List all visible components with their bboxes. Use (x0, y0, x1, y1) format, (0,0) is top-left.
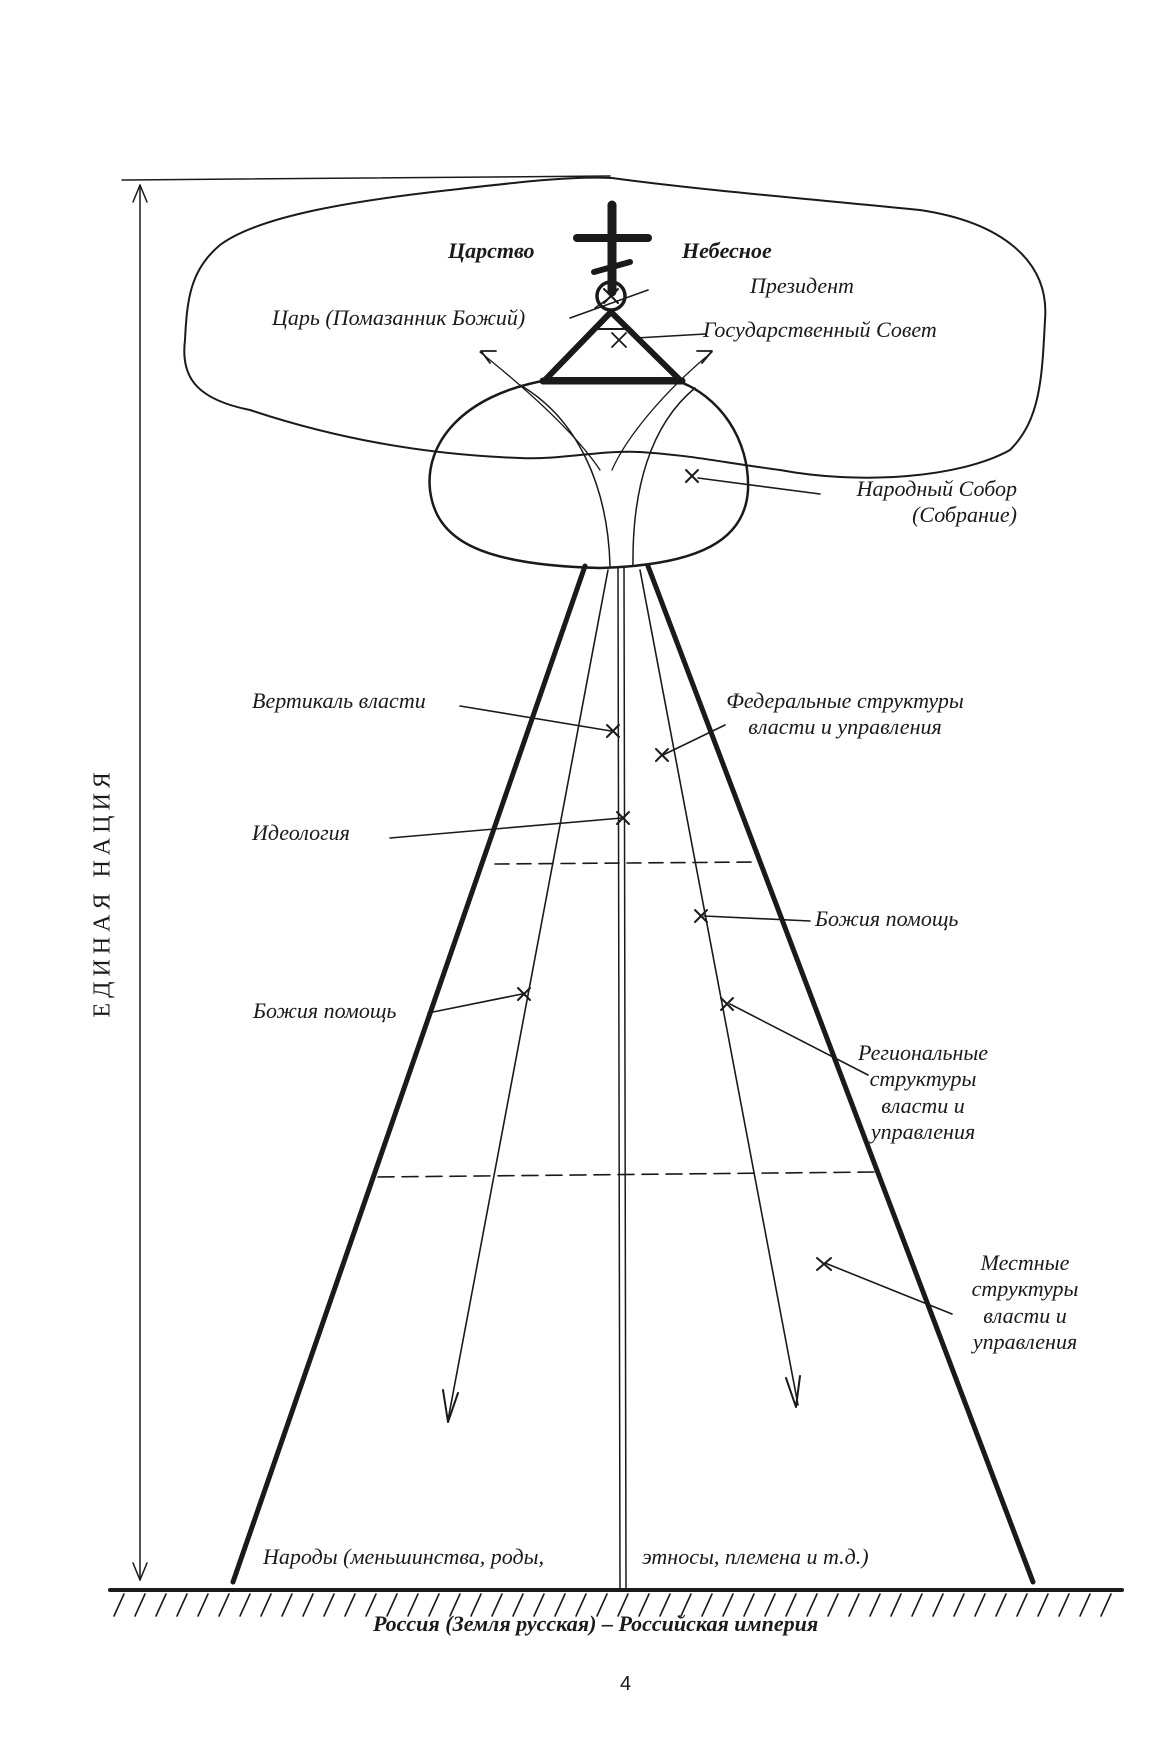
ground-label: Россия (Земля русская) – Российская импе… (373, 1611, 819, 1636)
peoples-label-left: Народы (меньшинства, роды, (263, 1544, 544, 1569)
national-sobor-ellipse (428, 350, 750, 570)
president-label: Президент (750, 273, 854, 298)
page-number: 4 (620, 1673, 632, 1695)
regional-label-line4: управления (870, 1119, 976, 1145)
state-council-triangle (539, 309, 686, 385)
sobor-label: Народный Собор (Собрание) (800, 476, 1017, 529)
sobor-label-line2: (Собрание) (912, 502, 1017, 528)
level-dividers (377, 861, 876, 1178)
leader-lines (389, 289, 953, 1315)
regional-label-line1: Региональные (857, 1040, 989, 1065)
heaven-label-right: Небесное (682, 238, 772, 263)
orthodox-cross-icon (573, 200, 652, 297)
height-dimension (121, 175, 611, 1581)
state-council-label: Государственный Совет (703, 317, 937, 342)
tsar-label: Царь (Помазанник Божий) (272, 305, 526, 330)
power-pyramid (230, 563, 1036, 1591)
ideology-label: Идеология (252, 820, 350, 845)
regional-label-line2: структуры (869, 1066, 977, 1092)
local-label-line1: Местные (980, 1250, 1070, 1275)
federal-label-line1: Федеральные структуры (726, 688, 964, 713)
vertical-power-label: Вертикаль власти (252, 688, 426, 713)
heaven-label-left: Царство (448, 238, 535, 263)
federal-label-line2: власти и управления (748, 714, 942, 740)
peoples-label-right: этносы, племена и т.д.) (642, 1544, 869, 1569)
local-label-line4: управления (972, 1329, 1078, 1355)
heaven-cloud (183, 176, 1047, 479)
sobor-label-line1: Народный Собор (856, 476, 1017, 501)
ground-line (108, 1588, 1124, 1617)
regional-structures-label: Региональные структуры власти и управлен… (848, 1040, 998, 1146)
regional-label-line3: власти и (881, 1092, 965, 1118)
local-label-line3: власти и (983, 1302, 1067, 1328)
gods-help-left-label: Божия помощь (253, 998, 397, 1023)
local-structures-label: Местные структуры власти и управления (950, 1250, 1100, 1356)
local-label-line2: структуры (971, 1276, 1079, 1302)
unified-nation-label: ЕДИНАЯ НАЦИЯ (89, 767, 116, 1018)
point-markers (517, 469, 832, 1271)
gods-help-right-label: Божия помощь (815, 906, 959, 931)
federal-structures-label: Федеральные структуры власти и управлени… (700, 688, 990, 741)
